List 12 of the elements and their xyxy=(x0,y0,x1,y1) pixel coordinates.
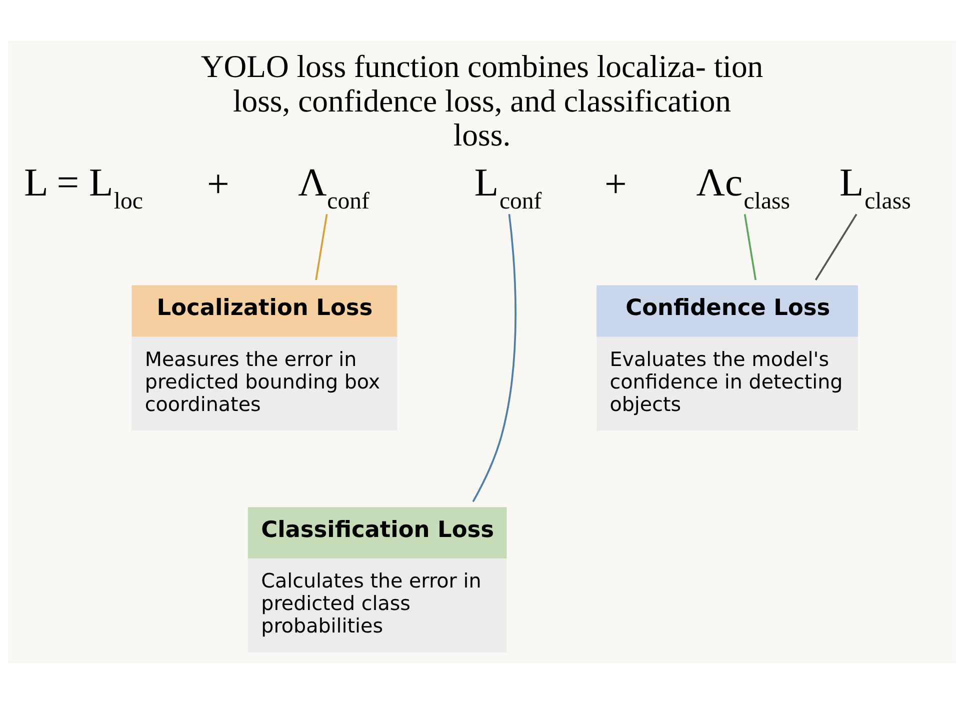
connector xyxy=(315,214,328,280)
connector xyxy=(814,214,858,280)
label: + xyxy=(604,162,627,206)
node-text: L$_{class}$ xyxy=(840,160,911,215)
connector xyxy=(472,214,516,502)
node-text: Λ$_{conf}$ xyxy=(298,160,370,215)
diagram-title: YOLO loss function combines localiza- tion loss, confidence loss, and classification loss. xyxy=(200,48,764,153)
connector xyxy=(744,214,757,280)
label: + xyxy=(206,162,230,206)
node-text: L$_{conf}$ xyxy=(474,160,542,215)
label: L = L$_{loc}$ xyxy=(24,160,143,215)
node-text: Λc$_{class}$ xyxy=(696,160,790,215)
